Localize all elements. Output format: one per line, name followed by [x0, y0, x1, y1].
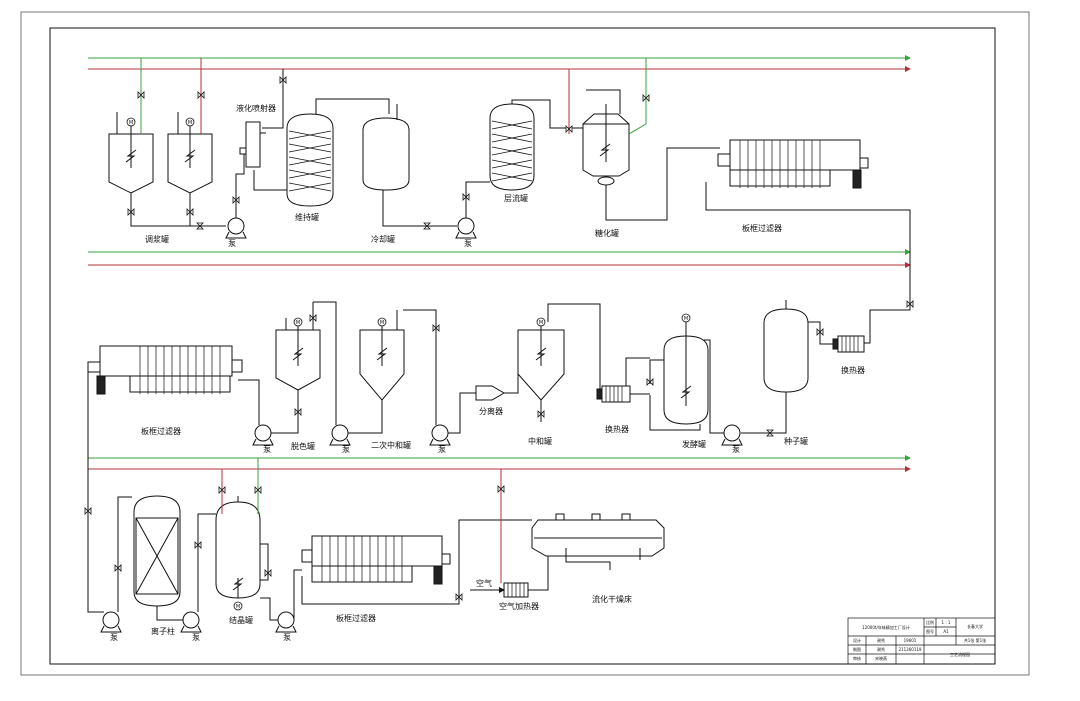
pump-label: 泵	[228, 239, 236, 248]
title-checked-label: 审核	[853, 655, 861, 661]
fermentation-tank-label: 发酵罐	[682, 439, 706, 449]
crystallization-tank-label: 结晶罐	[229, 615, 253, 625]
title-designed-date: 19601	[904, 638, 917, 643]
utility-lines	[88, 55, 911, 472]
title-drawing-title: 工艺流程图	[950, 651, 970, 657]
fluidized-bed-dryer	[531, 513, 665, 570]
motor-icon	[681, 313, 691, 323]
plate-frame-filter-3	[301, 519, 532, 605]
pump-5	[313, 301, 351, 446]
pump-label: 泵	[342, 445, 350, 454]
outer-frame	[20, 11, 1030, 676]
cooling-tank	[362, 104, 457, 227]
liquefaction-injector-label: 液化喷射器	[236, 103, 276, 113]
pump-8	[180, 513, 216, 633]
title-ratio-value: 1 : 1	[942, 620, 951, 625]
plate-frame-filter-1	[705, 139, 911, 330]
slurry-tank-2	[167, 58, 213, 194]
pump-label: 泵	[192, 633, 200, 642]
slurry-piping	[130, 69, 287, 227]
motor-icon	[293, 317, 303, 327]
pump-6	[238, 379, 299, 446]
cooling-tank-label: 冷却罐	[371, 234, 395, 244]
pump-label: 泵	[263, 445, 271, 454]
pump-4	[403, 309, 461, 446]
neutralization-tank-label: 中和罐	[528, 436, 552, 446]
neutralization-tank	[517, 303, 601, 422]
title-checked-name: 宋晓燕	[875, 655, 887, 661]
fluidized-bed-dryer-label: 流化干燥床	[592, 594, 632, 604]
plate-frame-filter-label: 板框过滤器	[742, 223, 782, 233]
liquefaction-injector	[239, 121, 266, 168]
title-drawn-label: 制图	[853, 646, 861, 652]
pump-label: 泵	[464, 239, 472, 248]
crystallization-tank	[215, 458, 278, 621]
motor-label: M	[188, 120, 192, 126]
title-designed-label: 设计	[853, 637, 861, 643]
plate-frame-filter-2	[87, 345, 243, 613]
laminar-tank-label: 层流罐	[504, 193, 528, 203]
motor-icon	[126, 117, 136, 127]
fermentation-tank	[649, 322, 709, 431]
title-sheet-value: A1	[943, 629, 949, 634]
motor-label: M	[539, 320, 543, 326]
slurry-tank-label: 调浆罐	[145, 234, 169, 244]
laminar-tank	[489, 99, 583, 191]
ion-column-label: 离子柱	[151, 626, 175, 636]
title-designed-name: 谢秀	[877, 637, 885, 643]
pump-label: 泵	[283, 633, 291, 642]
pump-3	[704, 339, 743, 446]
ion-column	[133, 495, 183, 621]
title-ratio-label: 比例	[926, 619, 934, 625]
decolorization-tank	[275, 302, 321, 422]
pump-label: 泵	[732, 445, 740, 454]
air-label: 空气	[476, 578, 492, 588]
heat-exchanger-label: 换热器	[841, 365, 865, 375]
pump-7	[100, 496, 132, 633]
secondary-neutralization-tank	[347, 310, 405, 434]
motor-label: M	[236, 604, 240, 610]
slurry-tank-1	[108, 58, 154, 194]
holding-tank-label: 维持罐	[295, 212, 319, 222]
pump-label: 泵	[110, 633, 118, 642]
motor-label: M	[684, 316, 688, 322]
title-block	[847, 617, 996, 665]
heat-exchanger-label: 换热器	[605, 424, 629, 434]
motor-label: M	[296, 320, 300, 326]
inner-frame	[49, 27, 996, 665]
separator	[459, 374, 519, 424]
motor-icon	[185, 117, 195, 127]
seed-tank	[741, 300, 809, 434]
title-drawn-id: 211360119	[899, 647, 922, 652]
seed-tank-label: 种子罐	[784, 436, 808, 446]
motor-label: M	[380, 320, 384, 326]
air-heater-label: 空气加热器	[499, 601, 539, 611]
pump-9	[275, 569, 302, 633]
separator-label: 分离器	[479, 406, 503, 416]
pump-2	[455, 181, 490, 239]
secondary-neutralization-tank-label: 二次中和罐	[371, 440, 411, 450]
pump-label: 泵	[438, 445, 446, 454]
saccharification-tank	[568, 58, 720, 221]
title-project: 12000t/年味精加工厂设计	[862, 624, 910, 630]
title-drawn-name: 谢秀	[877, 646, 885, 652]
motor-icon	[233, 601, 243, 611]
plate-frame-filter-label: 板框过滤器	[141, 426, 181, 436]
motor-icon	[377, 317, 387, 327]
plate-frame-filter-label: 板框过滤器	[336, 613, 376, 623]
heat-exchanger-2	[596, 357, 650, 403]
decolorization-tank-label: 脱色罐	[291, 441, 315, 451]
pump-1	[225, 217, 247, 239]
title-sheet-label: 图号	[926, 628, 934, 634]
title-school: 长春大学	[967, 623, 983, 629]
holding-tank	[286, 98, 390, 207]
motor-icon	[536, 317, 546, 327]
saccharification-tank-label: 糖化罐	[595, 228, 619, 238]
title-pages: 共1张 第1张	[964, 637, 986, 643]
motor-label: M	[129, 120, 133, 126]
air-heater	[470, 469, 549, 598]
